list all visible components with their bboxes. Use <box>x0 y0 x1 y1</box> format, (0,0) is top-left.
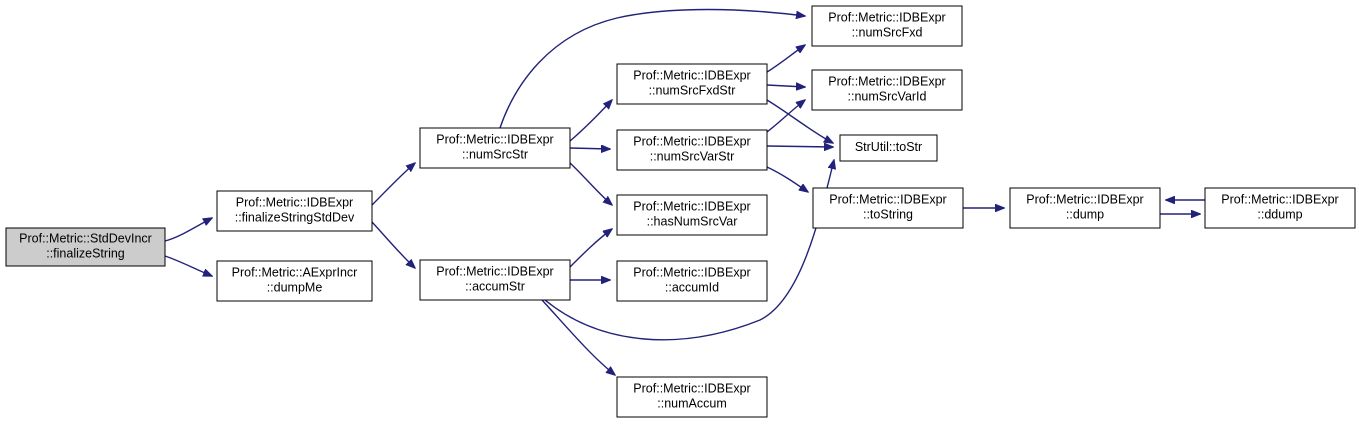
node-label-line: Prof::Metric::IDBExpr <box>633 200 750 214</box>
node-label-line: Prof::Metric::IDBExpr <box>633 382 750 396</box>
call-edge-numSrcStr-to-hasNumSrcVar <box>569 162 612 205</box>
node-label-line: Prof::Metric::IDBExpr <box>1026 193 1143 207</box>
node-box-numSrcFxd[interactable] <box>811 5 963 47</box>
node-label-toString: Prof::Metric::IDBExpr::toString <box>829 193 946 222</box>
node-label-hasNumSrcVar: Prof::Metric::IDBExpr::hasNumSrcVar <box>633 200 750 229</box>
node-box-ddump[interactable] <box>1204 187 1356 229</box>
node-box-accumId[interactable] <box>616 260 768 302</box>
node-label-line: Prof::Metric::IDBExpr <box>633 135 750 149</box>
node-ddump[interactable]: Prof::Metric::IDBExpr::ddump <box>1204 187 1356 229</box>
call-edge-numSrcVarStr-to-toString <box>766 166 808 192</box>
node-label-line: Prof::Metric::IDBExpr <box>829 193 946 207</box>
node-label-line: ::finalizeString <box>46 247 125 261</box>
node-box-hasNumSrcVar[interactable] <box>616 194 768 236</box>
node-finalizeStringStdDev[interactable]: Prof::Metric::IDBExpr::finalizeStringStd… <box>216 190 373 232</box>
node-numSrcFxdStr[interactable]: Prof::Metric::IDBExpr::numSrcFxdStr <box>616 63 768 105</box>
node-box-numSrcFxdStr[interactable] <box>616 63 768 105</box>
node-box-numSrcVarId[interactable] <box>811 69 963 111</box>
node-label-line: ::dump <box>1066 208 1104 222</box>
node-toString[interactable]: Prof::Metric::IDBExpr::toString <box>812 187 964 229</box>
node-label-numAccum: Prof::Metric::IDBExpr::numAccum <box>633 382 750 411</box>
node-label-dump: Prof::Metric::IDBExpr::dump <box>1026 193 1143 222</box>
node-label-line: Prof::Metric::IDBExpr <box>828 11 945 25</box>
edge-layer <box>164 8 1205 376</box>
node-numAccum[interactable]: Prof::Metric::IDBExpr::numAccum <box>616 376 768 418</box>
node-label-line: ::numAccum <box>657 397 726 411</box>
node-label-line: ::ddump <box>1257 208 1302 222</box>
node-hasNumSrcVar[interactable]: Prof::Metric::IDBExpr::hasNumSrcVar <box>616 194 768 236</box>
node-label-dumpMe: Prof::Metric::AExprIncr::dumpMe <box>232 266 358 295</box>
call-edge-finalizeStringStdDev-to-accumStr <box>371 221 415 268</box>
node-label-line: ::finalizeStringStdDev <box>235 211 355 225</box>
call-edge-numSrcFxdStr-to-numSrcFxd <box>766 45 805 73</box>
node-label-line: Prof::Metric::IDBExpr <box>236 196 353 210</box>
node-numSrcFxd[interactable]: Prof::Metric::IDBExpr::numSrcFxd <box>811 5 963 47</box>
node-box-dumpMe[interactable] <box>216 260 373 302</box>
node-label-line: ::numSrcFxdStr <box>649 84 736 98</box>
node-label-numSrcStr: Prof::Metric::IDBExpr::numSrcStr <box>436 133 553 162</box>
node-numSrcStr[interactable]: Prof::Metric::IDBExpr::numSrcStr <box>419 127 571 169</box>
node-box-finalizeStringStdDev[interactable] <box>216 190 373 232</box>
node-label-numSrcFxd: Prof::Metric::IDBExpr::numSrcFxd <box>828 11 945 40</box>
node-label-accumId: Prof::Metric::IDBExpr::accumId <box>633 266 750 295</box>
node-label-numSrcVarStr: Prof::Metric::IDBExpr::numSrcVarStr <box>633 135 750 164</box>
call-edge-accumStr-to-numAccum <box>541 299 615 375</box>
node-label-line: ::numSrcStr <box>462 148 528 162</box>
node-label-line: ::numSrcVarStr <box>650 150 735 164</box>
node-label-line: ::hasNumSrcVar <box>647 215 738 229</box>
node-layer: Prof::Metric::StdDevIncr::finalizeString… <box>5 5 1356 418</box>
node-label-finalizeStringStdDev: Prof::Metric::IDBExpr::finalizeStringStd… <box>235 196 355 225</box>
node-box-numSrcStr[interactable] <box>419 127 571 169</box>
call-edge-accumStr-to-hasNumSrcVar <box>569 229 612 268</box>
node-label-line: Prof::Metric::IDBExpr <box>1221 193 1338 207</box>
node-box-numSrcVarStr[interactable] <box>616 129 768 171</box>
node-accumStr[interactable]: Prof::Metric::IDBExpr::accumStr <box>419 259 571 301</box>
call-edge-numSrcFxdStr-to-toStr <box>766 99 833 143</box>
node-box-accumStr[interactable] <box>419 259 571 301</box>
node-label-numSrcFxdStr: Prof::Metric::IDBExpr::numSrcFxdStr <box>633 69 750 98</box>
node-label-line: Prof::Metric::StdDevIncr <box>19 232 152 246</box>
node-box-toString[interactable] <box>812 187 964 229</box>
node-label-line: StrUtil::toStr <box>855 140 922 154</box>
node-accumId[interactable]: Prof::Metric::IDBExpr::accumId <box>616 260 768 302</box>
node-label-line: Prof::Metric::IDBExpr <box>828 75 945 89</box>
node-box-dump[interactable] <box>1009 187 1161 229</box>
node-label-line: ::dumpMe <box>267 281 323 295</box>
node-label-line: ::accumStr <box>465 280 525 294</box>
node-label-line: Prof::Metric::IDBExpr <box>436 133 553 147</box>
node-label-line: ::numSrcVarId <box>848 90 927 104</box>
node-label-line: Prof::Metric::IDBExpr <box>436 265 553 279</box>
node-label-line: ::accumId <box>665 281 719 295</box>
node-label-line: ::numSrcFxd <box>852 26 923 40</box>
node-label-toStr: StrUtil::toStr <box>855 140 922 154</box>
node-label-line: Prof::Metric::IDBExpr <box>633 266 750 280</box>
call-edge-numSrcFxdStr-to-numSrcVarId <box>766 85 805 87</box>
call-edge-numSrcStr-to-numSrcFxdStr <box>569 100 612 142</box>
node-dumpMe[interactable]: Prof::Metric::AExprIncr::dumpMe <box>216 260 373 302</box>
node-box-numAccum[interactable] <box>616 376 768 418</box>
node-label-numSrcVarId: Prof::Metric::IDBExpr::numSrcVarId <box>828 75 945 104</box>
call-edge-finalizeString-to-finalizeStringStdDev <box>164 218 212 242</box>
node-numSrcVarStr[interactable]: Prof::Metric::IDBExpr::numSrcVarStr <box>616 129 768 171</box>
node-dump[interactable]: Prof::Metric::IDBExpr::dump <box>1009 187 1161 229</box>
call-edge-numSrcStr-to-numSrcVarStr <box>569 148 610 149</box>
node-label-line: ::toString <box>863 208 913 222</box>
node-label-line: Prof::Metric::IDBExpr <box>633 69 750 83</box>
node-box-toStr[interactable] <box>839 134 938 162</box>
call-edge-numSrcStr-to-numSrcFxd <box>499 8 805 129</box>
node-label-accumStr: Prof::Metric::IDBExpr::accumStr <box>436 265 553 294</box>
call-edge-finalizeString-to-dumpMe <box>164 255 212 276</box>
node-label-finalizeString: Prof::Metric::StdDevIncr::finalizeString <box>19 232 152 261</box>
node-label-line: Prof::Metric::AExprIncr <box>232 266 358 280</box>
node-finalizeString[interactable]: Prof::Metric::StdDevIncr::finalizeString <box>5 227 166 267</box>
node-label-ddump: Prof::Metric::IDBExpr::ddump <box>1221 193 1338 222</box>
call-edge-numSrcVarStr-to-numSrcVarId <box>766 100 805 133</box>
node-box-finalizeString[interactable] <box>5 227 166 267</box>
node-numSrcVarId[interactable]: Prof::Metric::IDBExpr::numSrcVarId <box>811 69 963 111</box>
node-toStr[interactable]: StrUtil::toStr <box>839 134 938 162</box>
call-edge-finalizeStringStdDev-to-numSrcStr <box>371 163 415 206</box>
call-edge-numSrcVarStr-to-toStr <box>766 146 833 147</box>
